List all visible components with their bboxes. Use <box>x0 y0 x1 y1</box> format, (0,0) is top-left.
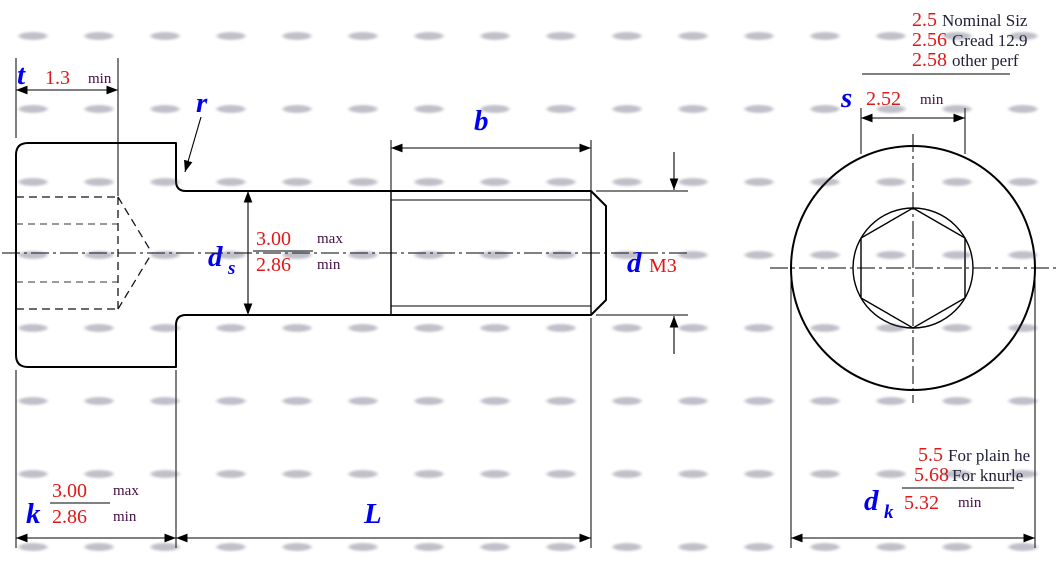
b-label: b <box>474 105 489 137</box>
ds-min-value: 2.86 <box>256 254 291 276</box>
end-view: 2.5 Nominal Siz 2.56 Gread 12.9 2.58 oth… <box>770 9 1057 548</box>
dk-note-2-value: 5.68 <box>914 464 949 486</box>
hex-socket-hidden-lines <box>16 196 153 310</box>
hex-socket-polygon <box>860 207 966 329</box>
ds-max-qualifier: max <box>317 231 343 247</box>
dk-note-1-value: 5.5 <box>918 444 943 466</box>
dimension-d: d M3 <box>596 152 688 354</box>
k-min-value: 2.86 <box>52 506 87 528</box>
screw-outline <box>15 142 607 368</box>
s-note-1-value: 2.5 <box>912 9 937 31</box>
side-view: t 1.3 min r b d s 3.00 max 2.86 min <box>2 58 688 548</box>
dimension-t: t 1.3 min <box>15 58 119 196</box>
t-label: t <box>17 59 26 91</box>
dimension-k: k 3.00 max 2.86 min <box>15 370 177 548</box>
dimension-dk: 5.5 For plain he 5.68 For knurle d k 5.3… <box>790 274 1036 548</box>
s-note-3-value: 2.58 <box>912 49 947 71</box>
t-value: 1.3 <box>45 67 70 89</box>
s-note-3-text: other perf <box>952 51 1019 70</box>
dimension-ds: d s 3.00 max 2.86 min <box>208 191 343 315</box>
k-max-value: 3.00 <box>52 480 87 502</box>
dk-label: d <box>864 485 879 517</box>
s-note-1-text: Nominal Siz <box>942 11 1028 30</box>
k-max-qualifier: max <box>113 483 139 499</box>
dk-note-1-text: For plain he <box>948 446 1030 465</box>
s-value: 2.52 <box>866 88 901 110</box>
s-note-2-value: 2.56 <box>912 29 947 51</box>
leader-r: r <box>184 87 208 173</box>
r-leader-line <box>184 116 202 173</box>
drill-cone-upper-hidden-line <box>117 196 153 254</box>
dk-label-subscript: k <box>884 502 894 523</box>
dimension-s: 2.5 Nominal Siz 2.56 Gread 12.9 2.58 oth… <box>840 9 1028 154</box>
ds-min-qualifier: min <box>317 257 341 273</box>
dk-note-2-text: For knurle <box>952 466 1023 485</box>
ds-label-subscript: s <box>227 258 235 279</box>
t-qualifier: min <box>88 71 112 87</box>
dk-qualifier: min <box>958 495 982 511</box>
k-label: k <box>26 498 41 530</box>
ds-max-value: 3.00 <box>256 228 291 250</box>
dk-value: 5.32 <box>904 492 939 514</box>
drill-cone-lower-hidden-line <box>117 252 153 310</box>
s-qualifier: min <box>920 92 944 108</box>
d-value: M3 <box>649 255 677 277</box>
dimension-L: L <box>176 318 592 548</box>
ds-label: d <box>208 241 223 273</box>
s-note-2-text: Gread 12.9 <box>952 31 1028 50</box>
dimension-b: b <box>390 105 592 190</box>
d-label: d <box>627 247 642 279</box>
k-min-qualifier: min <box>113 509 137 525</box>
s-label: s <box>840 82 852 114</box>
r-label: r <box>196 87 208 119</box>
L-label: L <box>363 498 382 530</box>
